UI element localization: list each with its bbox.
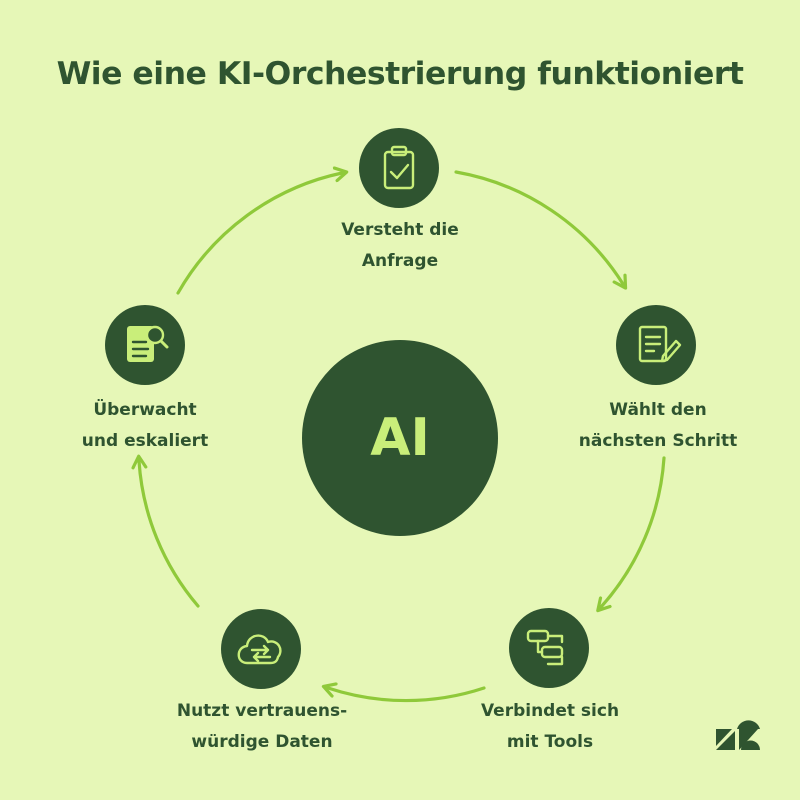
arrow-step5-to-step1 (176, 166, 349, 295)
step-label-line1: Versteht die (341, 220, 459, 240)
step-label-line2: und eskaliert (81, 431, 209, 451)
clipboard-check-icon (383, 145, 415, 190)
step-node-monitors (105, 305, 185, 385)
step-label-line2: Anfrage (361, 251, 439, 271)
page-title: Wie eine KI-Orchestrierung funktioniert (56, 56, 744, 92)
step-label-line1: Wählt den (609, 400, 707, 420)
document-search-icon (127, 325, 169, 362)
step-label-line1: Nutzt vertrauens- (176, 701, 348, 721)
zendesk-logo-icon (716, 720, 760, 750)
document-edit-icon (638, 325, 682, 363)
cloud-sync-icon (237, 634, 282, 665)
step-label-uses-data: Nutzt vertrauens- würdige Daten (152, 696, 372, 758)
arrow-step1-to-step2 (454, 170, 628, 290)
step-node-understands (359, 128, 439, 208)
step-label-connects: Verbindet sich mit Tools (440, 696, 660, 758)
step-node-uses-data (221, 609, 301, 689)
arrow-step3-to-step4 (321, 682, 486, 703)
step-label-chooses: Wählt den nächsten Schritt (548, 395, 768, 457)
step-label-line2: würdige Daten (191, 732, 333, 752)
step-node-chooses (616, 305, 696, 385)
step-label-line2: mit Tools (506, 732, 594, 752)
step-label-line1: Verbindet sich (480, 701, 620, 721)
step-label-monitors: Überwacht und eskaliert (35, 395, 255, 457)
arrow-step2-to-step3 (596, 456, 666, 613)
step-node-connects (509, 608, 589, 688)
arrow-step4-to-step5 (131, 454, 200, 608)
workflow-icon (526, 629, 564, 666)
step-label-line1: Überwacht (93, 400, 197, 420)
step-label-line2: nächsten Schritt (578, 431, 738, 451)
center-ai-circle (302, 340, 498, 536)
step-label-understands: Versteht die Anfrage (290, 215, 510, 277)
center-ai-label: AI (370, 408, 430, 468)
